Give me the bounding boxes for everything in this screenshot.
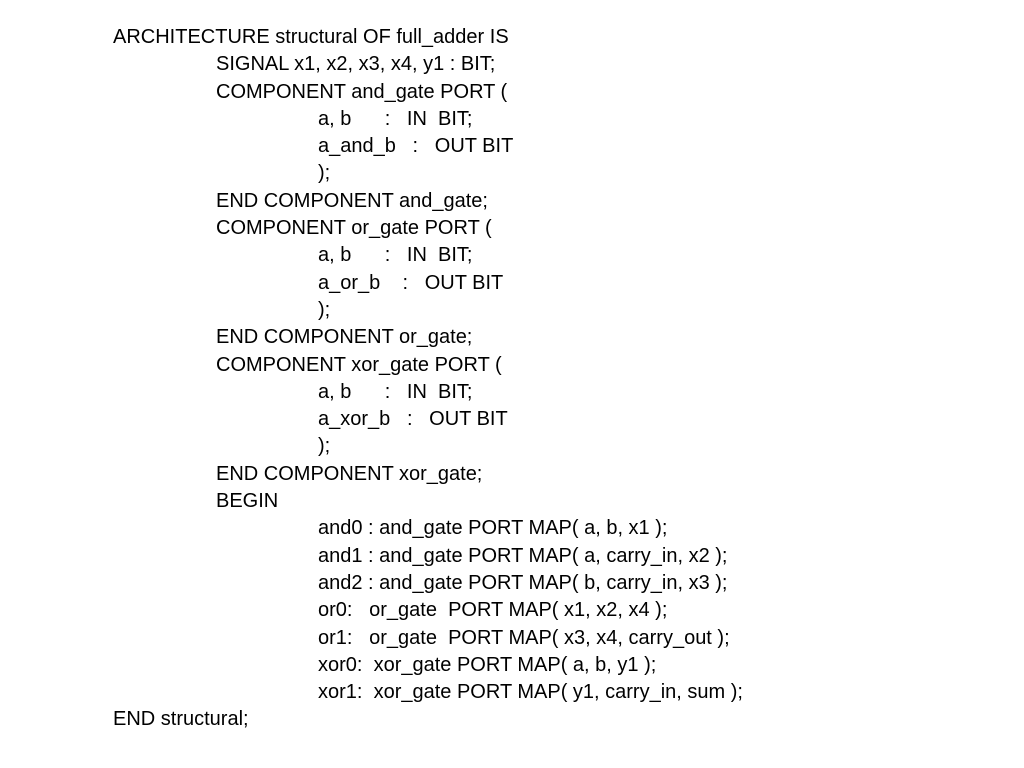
and-gate-port-close-line: ); [318,162,331,185]
and-gate-input-port-line: a, b : IN BIT; [318,107,473,130]
architecture-header-line: ARCHITECTURE structural OF full_adder IS [113,26,509,48]
or-gate-port-close-line: ); [318,298,331,321]
and2-instance-line: and2 : and_gate PORT MAP( b, carry_in, x… [318,571,728,594]
end-architecture-line: END structural; [113,708,249,731]
and0-instance-line: and0 : and_gate PORT MAP( a, b, x1 ); [318,517,668,540]
and-gate-output-port-line: a_and_b : OUT BIT [318,135,514,158]
xor-gate-port-close-line: ); [318,435,331,458]
or-gate-end-component-line: END COMPONENT or_gate; [216,326,473,349]
xor1-instance-line: xor1: xor_gate PORT MAP( y1, carry_in, s… [318,681,743,704]
xor-gate-component-line: COMPONENT xor_gate PORT ( [216,353,502,376]
xor-gate-output-port-line: a_xor_b : OUT BIT [318,408,508,431]
xor-gate-input-port-line: a, b : IN BIT; [318,380,473,403]
and1-instance-line: and1 : and_gate PORT MAP( a, carry_in, x… [318,544,728,567]
and-gate-component-line: COMPONENT and_gate PORT ( [216,80,508,103]
or0-instance-line: or0: or_gate PORT MAP( x1, x2, x4 ); [318,599,668,622]
vhdl-code-block: ARCHITECTURE structural OF full_adder IS… [113,24,743,734]
signal-declaration-line: SIGNAL x1, x2, x3, x4, y1 : BIT; [216,53,496,76]
and-gate-end-component-line: END COMPONENT and_gate; [216,189,488,212]
begin-line: BEGIN [216,490,279,513]
or-gate-output-port-line: a_or_b : OUT BIT [318,271,504,294]
or-gate-input-port-line: a, b : IN BIT; [318,244,473,267]
or-gate-component-line: COMPONENT or_gate PORT ( [216,217,492,240]
or1-instance-line: or1: or_gate PORT MAP( x3, x4, carry_out… [318,626,730,649]
xor-gate-end-component-line: END COMPONENT xor_gate; [216,462,483,485]
xor0-instance-line: xor0: xor_gate PORT MAP( a, b, y1 ); [318,653,657,676]
